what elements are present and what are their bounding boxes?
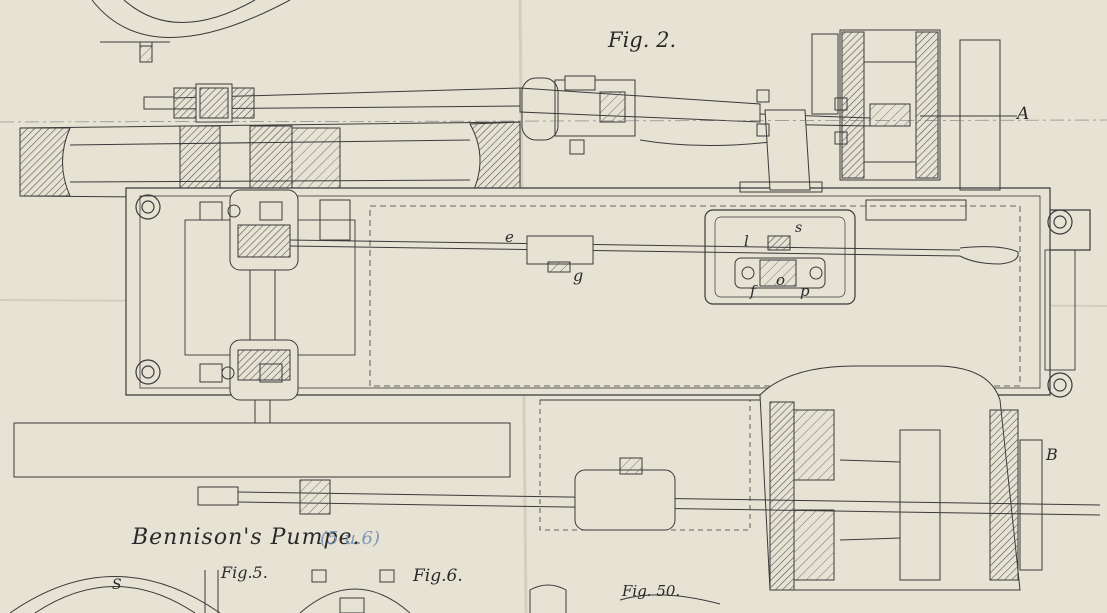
- letter-p-label: p: [800, 282, 810, 300]
- fig-2-label: Fig. 2.: [608, 28, 677, 52]
- fig-50-label: Fig. 50.: [622, 582, 681, 600]
- lower-rod: [13, 422, 1101, 531]
- letter-s-label: s: [795, 220, 803, 236]
- letter-o-label: o: [776, 271, 786, 289]
- pump-cylinder-b: [539, 365, 1043, 591]
- crank-bearings: [199, 189, 351, 430]
- bedplate-frame: [125, 187, 1091, 398]
- letter-l-label: l: [744, 232, 749, 250]
- pencil-note: (5 u.6): [320, 528, 380, 549]
- steam-cylinder-a: [739, 29, 1017, 221]
- control-rod: [289, 235, 1019, 289]
- letter-e-label: e: [505, 228, 514, 246]
- drawing-title: Bennison's Pumpe.: [132, 525, 361, 550]
- fig-6-label: Fig.6.: [413, 566, 463, 586]
- upper-piston-rod: [143, 75, 771, 155]
- bottom-figures: [9, 569, 721, 613]
- letter-a-label: A: [1017, 104, 1030, 124]
- letter-s-upper-label: S: [112, 577, 122, 593]
- letter-f-label: f: [750, 282, 756, 300]
- letter-g-label: g: [573, 266, 584, 285]
- centre-line: [0, 119, 1107, 123]
- flywheel-arc: [91, 0, 291, 63]
- letter-b-label: B: [1046, 445, 1058, 464]
- fig-5-label: Fig.5.: [221, 563, 268, 582]
